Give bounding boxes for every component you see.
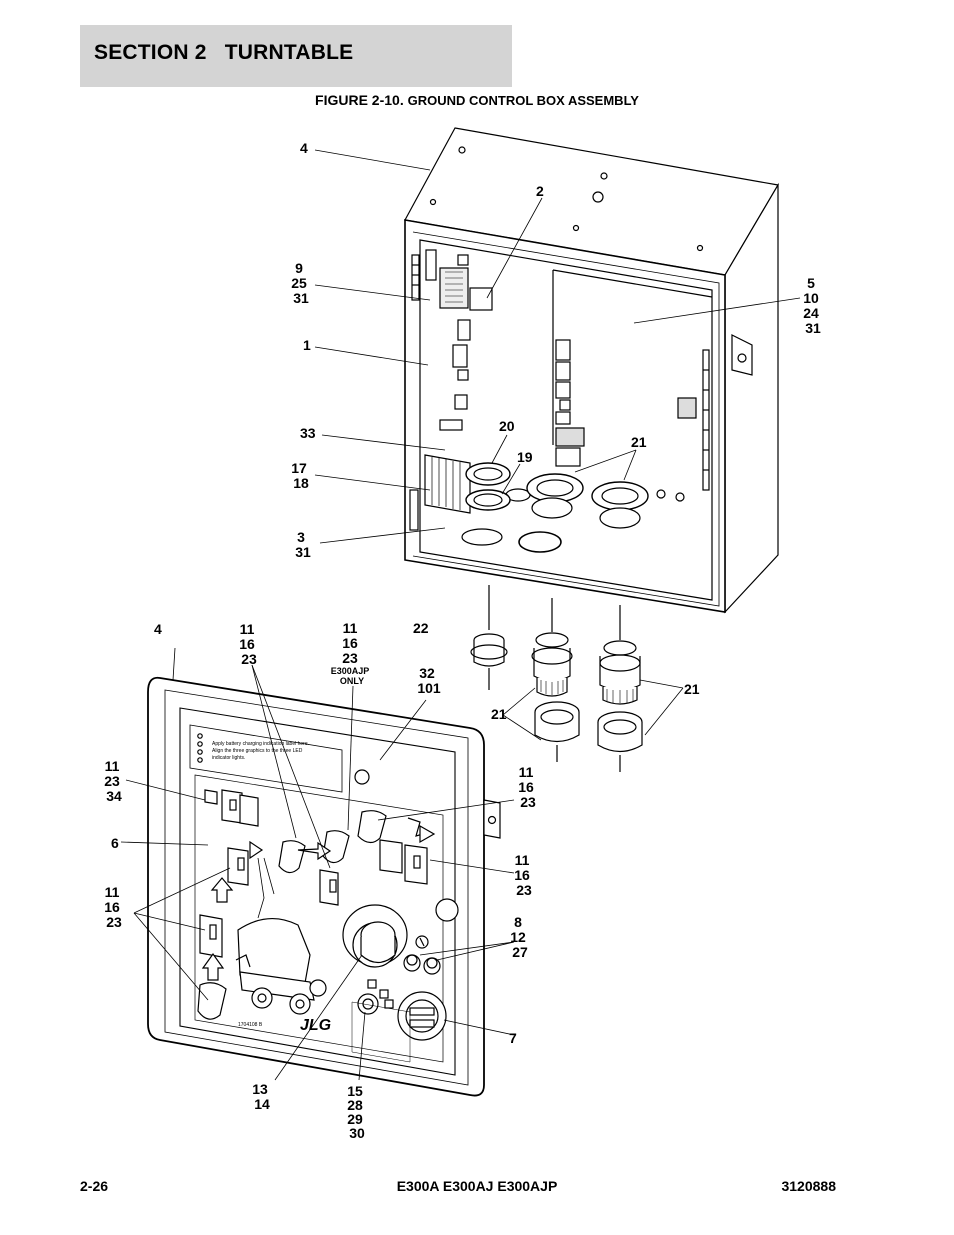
- section-header: SECTION 2 TURNTABLE: [80, 25, 512, 87]
- callout-21-left: 21: [491, 706, 507, 722]
- leader-lines: [120, 149, 801, 1081]
- callout-9: 9 25 31: [291, 260, 310, 306]
- callout-6: 6: [111, 835, 119, 851]
- callout-1: 1: [303, 337, 311, 353]
- jlg-logo: JLG: [300, 1017, 331, 1034]
- callout-19: 19: [517, 449, 533, 465]
- callout-7: 7: [509, 1030, 517, 1046]
- footer-doc-number: 3120888: [781, 1178, 836, 1194]
- figure-caption: GROUND CONTROL BOX ASSEMBLY: [407, 93, 639, 108]
- callout-11-d: 11 16 23: [518, 764, 537, 810]
- control-panel: [147, 676, 501, 1097]
- callout-33: 33: [300, 425, 316, 441]
- callout-2: 2: [536, 183, 544, 199]
- callout-4-panel: 4: [154, 621, 162, 637]
- cable-fittings: [470, 585, 643, 772]
- panel-label-line-2: Align the three graphics to the three LE…: [212, 748, 303, 754]
- callout-11-f: 11 16 23: [104, 884, 123, 930]
- callout-21-box: 21: [631, 434, 647, 450]
- panel-label-line-3: indicator lights.: [212, 755, 245, 761]
- callout-15: 15 28 29 30: [347, 1083, 366, 1141]
- footer-models: E300A E300AJ E300AJP: [396, 1178, 558, 1194]
- panel-part-number: 1704108 B: [238, 1022, 263, 1028]
- figure-title: FIGURE 2-10. GROUND CONTROL BOX ASSEMBLY: [0, 92, 954, 108]
- panel-label-text: Apply battery charging indication label …: [212, 741, 331, 1034]
- panel-label-line-1: Apply battery charging indication label …: [212, 741, 309, 747]
- callout-11-c: 11 23 34: [104, 758, 123, 804]
- callout-4-top: 4: [300, 140, 308, 156]
- callout-3: 3 31: [295, 529, 311, 560]
- section-title: SECTION 2 TURNTABLE: [94, 41, 354, 64]
- enclosure: [404, 127, 779, 614]
- callout-11-e: 11 16 23: [514, 852, 533, 898]
- callout-11-a: 11 16 23: [239, 621, 258, 667]
- figure-number: FIGURE 2-10.: [315, 92, 404, 108]
- callout-20: 20: [499, 418, 515, 434]
- page-number: 2-26: [80, 1178, 109, 1194]
- callout-32: 32 101: [417, 665, 441, 696]
- callout-8: 8 12 27: [510, 914, 529, 960]
- callout-22: 22: [413, 620, 429, 636]
- callout-11-b: 11 16 23 E300AJP ONLY: [331, 620, 373, 686]
- callout-21-right: 21: [684, 681, 700, 697]
- callout-5: 5 10 24 31: [803, 275, 822, 336]
- callout-13: 13 14: [252, 1081, 271, 1112]
- callout-17: 17 18: [291, 460, 310, 491]
- callout-numbers: 4 2 9 25 31 5 10 24 31 1 33 20 19 21 17 …: [104, 140, 822, 1141]
